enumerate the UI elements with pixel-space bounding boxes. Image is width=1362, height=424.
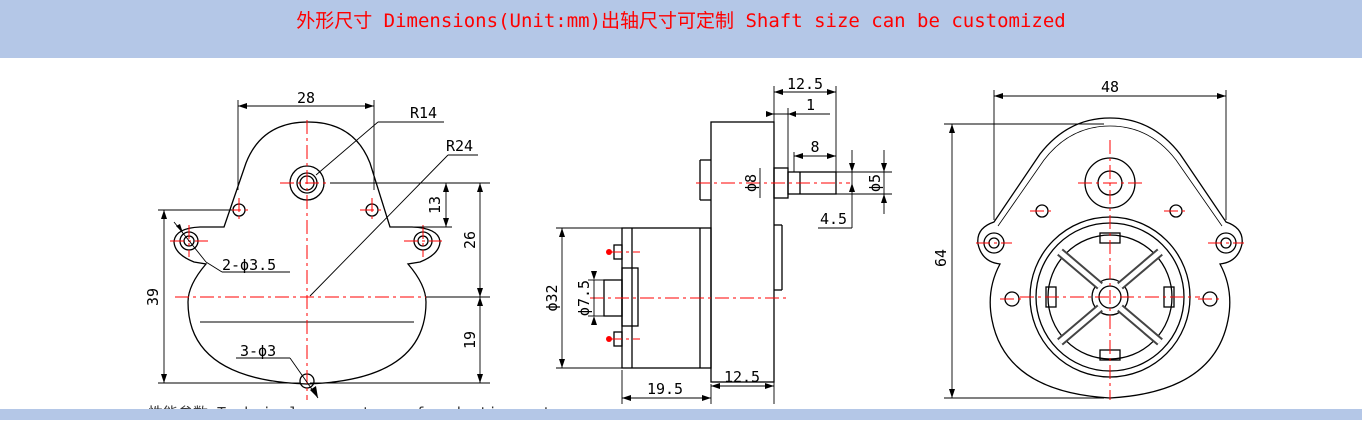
rear-dimension-text: 48 64	[932, 78, 1119, 267]
rear-outline	[977, 117, 1243, 399]
footer-banner	[0, 409, 1362, 420]
side-dimension-text: 12.5 1 8 ϕ5 ϕ8 4.5 ϕ32 ϕ7.5 19.5 12.5	[543, 75, 884, 398]
dim-body-depth: 12.5	[724, 368, 760, 386]
dim-motor-boss: ϕ7.5	[575, 280, 593, 316]
dim-radius-large: R24	[446, 137, 473, 155]
dim-width-top: 28	[297, 89, 315, 107]
rear-view	[977, 117, 1243, 399]
dim-motor-length: 19.5	[647, 380, 683, 398]
cut-off-caption: 性能参数 Technical parameters of reduction m…	[148, 404, 569, 413]
gearbox-body	[710, 121, 775, 383]
side-red-markers	[606, 249, 612, 342]
side-centerlines	[590, 182, 850, 340]
front-dimension-text: 28 R14 R24 13 26 39 19 2-ϕ3.5 3-ϕ3	[144, 89, 479, 360]
dim-shaft-length: 12.5	[787, 75, 823, 93]
dim-shaft-dia: ϕ5	[866, 174, 884, 192]
side-arrows	[559, 89, 887, 401]
output-shaft	[787, 171, 837, 195]
drawing-canvas: 28 R14 R24 13 26 39 19 2-ϕ3.5 3-ϕ3	[144, 75, 1244, 404]
dim-mount-holes: 2-ϕ3.5	[222, 256, 276, 274]
dim-rear-width: 48	[1101, 78, 1119, 96]
dim-bottom-holes: 3-ϕ3	[240, 342, 276, 360]
dim-height-upper: 26	[461, 231, 479, 249]
dimension-drawing: 28 R14 R24 13 26 39 19 2-ϕ3.5 3-ϕ3	[0, 58, 1362, 420]
front-dimension-lines	[158, 100, 490, 399]
dim-radius-small: R14	[410, 104, 437, 122]
dim-motor-dia: ϕ32	[543, 284, 561, 311]
dim-shaft-step: 1	[806, 96, 815, 114]
page-title: 外形尺寸 Dimensions(Unit:mm)出轴尺寸可定制 Shaft si…	[296, 10, 1066, 32]
dim-height-total: 39	[144, 288, 162, 306]
rear-dimension-lines	[944, 90, 1227, 399]
dim-shaft-flat: 8	[810, 138, 819, 156]
dim-boss-dia: ϕ8	[742, 174, 760, 192]
dim-rear-height: 64	[932, 249, 950, 267]
rear-centerlines	[976, 140, 1244, 400]
front-arrows	[161, 103, 483, 398]
header-banner: 外形尺寸 Dimensions(Unit:mm)出轴尺寸可定制 Shaft si…	[0, 0, 1362, 58]
dim-offset: 13	[426, 196, 444, 214]
dim-height-lower: 19	[461, 331, 479, 349]
rear-arrows	[949, 93, 1226, 398]
front-outline	[173, 121, 441, 385]
side-dimension-lines	[556, 86, 892, 404]
dim-flat-depth: 4.5	[820, 210, 847, 228]
